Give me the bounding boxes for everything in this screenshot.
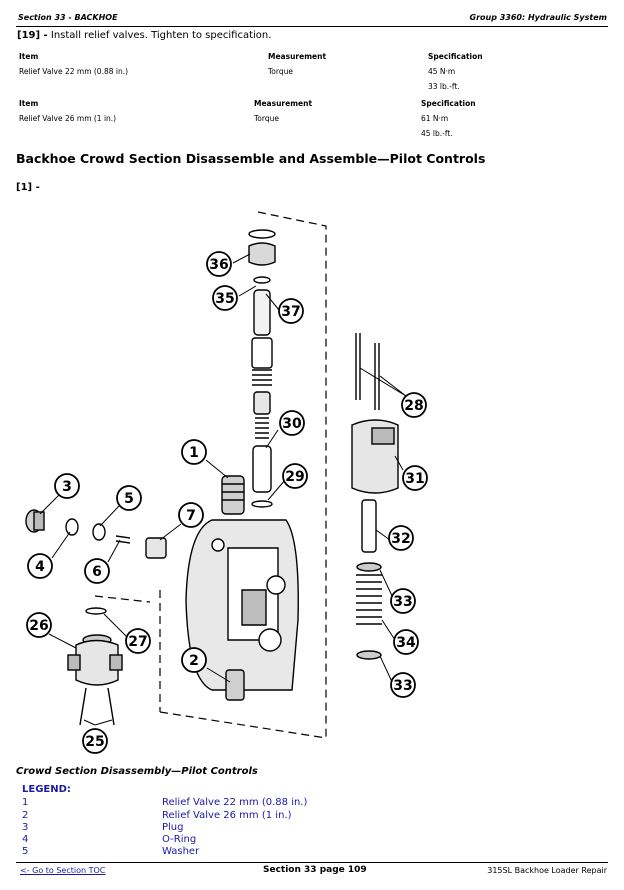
callout-label-31: 31 <box>405 471 424 487</box>
pilot-control-parts <box>351 333 399 660</box>
callout-label-36: 36 <box>209 257 228 273</box>
header-section: Section 33 - BACKHOE <box>18 13 118 22</box>
callout-label-37: 37 <box>281 304 300 320</box>
spec1-metric: 45 N·m <box>428 67 456 76</box>
spec1-imperial: 33 lb.-ft. <box>428 82 460 91</box>
section-title: Backhoe Crowd Section Disassemble and As… <box>16 151 486 166</box>
lower-pilot-valve <box>67 607 123 726</box>
callout-label-33: 33 <box>393 678 412 694</box>
legend-item-number: 2 <box>22 810 29 821</box>
legend-item-number: 5 <box>22 846 29 857</box>
leader-lines <box>39 253 407 726</box>
legend-item-label: Relief Valve 22 mm (0.88 in.) <box>162 797 308 808</box>
callout-circle <box>125 628 151 654</box>
callout-label-32: 32 <box>391 531 410 547</box>
callout-label-7: 7 <box>186 508 196 524</box>
callout-label-29: 29 <box>285 469 304 485</box>
callout-circle <box>393 629 419 655</box>
callout-circle <box>178 502 204 528</box>
callout-label-4: 4 <box>35 559 45 575</box>
callout-circle <box>82 728 108 754</box>
legend-title: LEGEND: <box>22 784 71 795</box>
callout-label-6: 6 <box>92 564 102 580</box>
header-rule <box>16 26 608 27</box>
callout-label-27: 27 <box>128 634 147 650</box>
legend-item-number: 4 <box>22 834 29 845</box>
callout-circle <box>84 558 110 584</box>
spec1-measurement: Torque <box>268 67 293 76</box>
spec2-header-item: Item <box>19 99 39 108</box>
callout-circle <box>388 525 414 551</box>
valve-housing <box>185 475 299 701</box>
spec1-item: Relief Valve 22 mm (0.88 in.) <box>19 67 129 76</box>
callout-circle <box>54 473 80 499</box>
callout-label-5: 5 <box>124 491 134 507</box>
step-instruction: [19] - Install relief valves. Tighten to… <box>17 30 271 41</box>
callout-label-28: 28 <box>404 398 423 414</box>
callout-circle <box>402 465 428 491</box>
spec2-item: Relief Valve 26 mm (1 in.) <box>19 114 117 123</box>
callout-label-2: 2 <box>189 653 199 669</box>
callout-label-34: 34 <box>396 635 416 651</box>
spec2-metric: 61 N·m <box>421 114 449 123</box>
figure-number: [1] - <box>16 182 40 193</box>
callout-label-35: 35 <box>215 291 234 307</box>
callout-circle <box>279 410 305 436</box>
legend-item-label: Washer <box>162 846 200 857</box>
callout-circle <box>26 612 52 638</box>
legend-item-label: Relief Valve 26 mm (1 in.) <box>162 810 292 821</box>
spool-assembly <box>248 229 276 508</box>
go-to-section-toc-link[interactable]: <- Go to Section TOC <box>20 866 106 875</box>
callout-circle <box>212 285 238 311</box>
callout-circle <box>181 647 207 673</box>
step-number: [19] - <box>17 30 48 41</box>
callout-label-1: 1 <box>189 445 199 461</box>
callout-label-33: 33 <box>393 594 412 610</box>
plug-parts <box>25 509 167 559</box>
callout-label-3: 3 <box>62 479 72 495</box>
figure-caption: Crowd Section Disassembly—Pilot Controls <box>16 766 258 777</box>
spec2-header-measurement: Measurement <box>254 99 313 108</box>
callout-circle <box>27 553 53 579</box>
legend-item-label: O-Ring <box>162 834 197 845</box>
callout-circle <box>278 298 304 324</box>
callout-circle <box>401 392 427 418</box>
step-text: Install relief valves. Tighten to specif… <box>50 30 272 41</box>
callout-label-26: 26 <box>29 618 48 634</box>
callout-circle <box>282 463 308 489</box>
callout-circle <box>181 439 207 465</box>
callout-label-25: 25 <box>85 734 104 750</box>
spec1-header-item: Item <box>19 52 39 61</box>
spec1-header-specification: Specification <box>428 52 483 61</box>
footer-rule <box>16 862 608 863</box>
spec1-header-measurement: Measurement <box>268 52 327 61</box>
callout-circle <box>390 672 416 698</box>
header-group: Group 3360: Hydraulic System <box>469 13 607 22</box>
callout-label-30: 30 <box>282 416 302 432</box>
legend-item-number: 1 <box>22 797 29 808</box>
callout-circle <box>116 485 142 511</box>
spec2-imperial: 45 lb.-ft. <box>421 129 453 138</box>
dashed-assembly-lines <box>94 211 327 739</box>
footer-page-number: Section 33 page 109 <box>263 865 367 875</box>
spec2-measurement: Torque <box>254 114 279 123</box>
legend-item-number: 3 <box>22 822 29 833</box>
legend-item-label: Plug <box>162 822 184 833</box>
callout-circle <box>206 251 232 277</box>
footer-manual-title: 315SL Backhoe Loader Repair <box>487 866 607 875</box>
spec2-header-specification: Specification <box>421 99 476 108</box>
callout-circle <box>390 588 416 614</box>
